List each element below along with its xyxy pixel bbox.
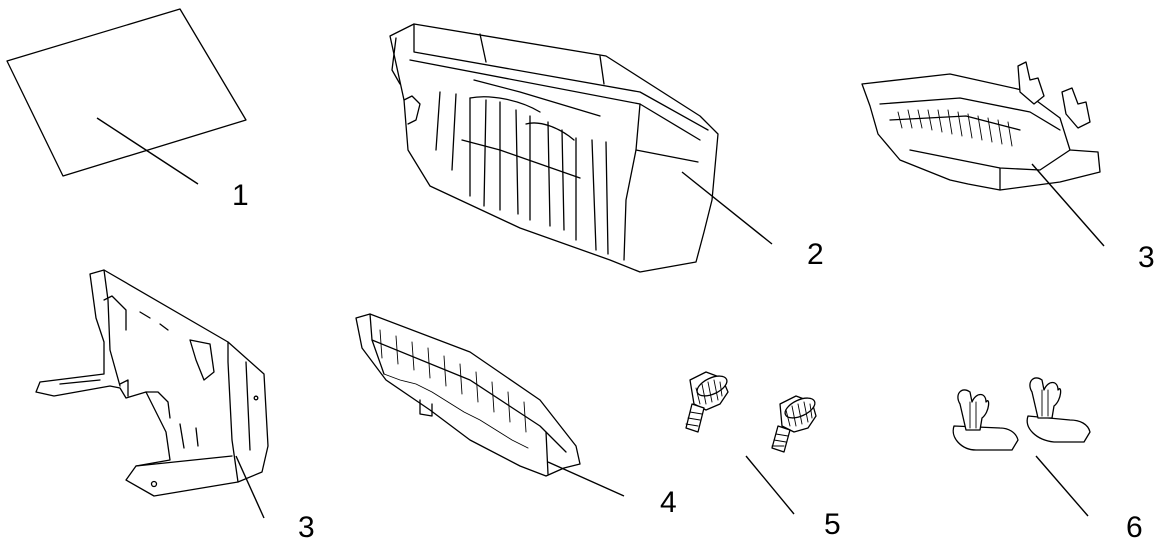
clip-right — [1026, 377, 1091, 443]
rail-guide-part: 4 — [355, 313, 677, 519]
callout-1: 1 — [232, 179, 249, 212]
instruction-sheet-part: 1 — [6, 8, 249, 212]
leader-line-2 — [681, 171, 773, 245]
leader-line-3-bracket — [235, 455, 265, 519]
callout-4: 4 — [660, 486, 677, 519]
duplex-unit-part: 2 — [389, 23, 824, 273]
leader-line-3-tray — [1031, 163, 1105, 247]
leader-line-6 — [1035, 455, 1089, 517]
callout-3-tray: 3 — [1138, 241, 1155, 274]
thumb-screws-part: 5 — [685, 371, 841, 541]
clips-part: 6 — [952, 377, 1143, 542]
callout-3-bracket: 3 — [298, 511, 315, 542]
clip-left — [952, 389, 1019, 451]
leader-line-4 — [547, 461, 625, 497]
mounting-bracket-part: 3 — [35, 269, 315, 542]
leader-line-1 — [96, 117, 199, 185]
paper-tray-part: 3 — [861, 61, 1155, 274]
leader-line-5 — [745, 455, 795, 515]
callout-6: 6 — [1126, 511, 1143, 542]
thumb-screw-left — [685, 371, 729, 433]
callout-2: 2 — [807, 238, 824, 271]
callout-5: 5 — [824, 508, 841, 541]
thumb-screw-right — [771, 395, 817, 453]
